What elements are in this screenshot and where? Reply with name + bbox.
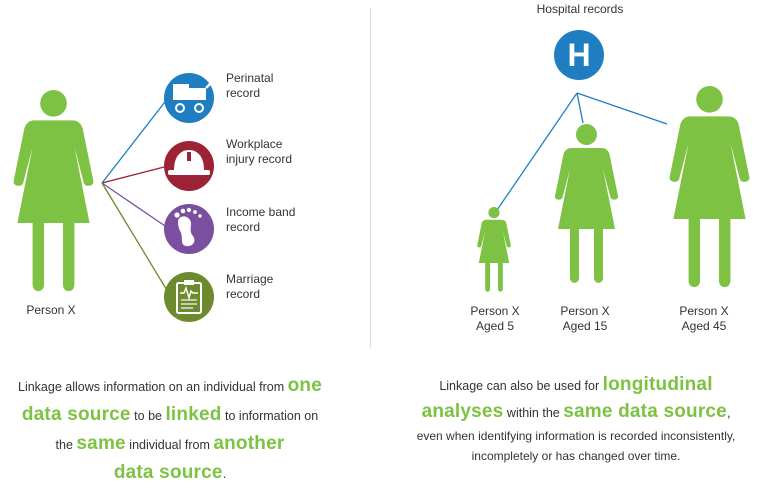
- caption-highlight: same data source: [563, 401, 727, 422]
- caption-text: .: [222, 467, 227, 481]
- caption-text: within the: [503, 406, 564, 420]
- caption-highlight: one: [287, 375, 322, 396]
- link-line-perinatal: [101, 97, 169, 184]
- hard-hat-icon: [164, 141, 214, 191]
- record-label-line: record: [226, 86, 261, 100]
- caption-text: Linkage can also be used for: [439, 379, 603, 393]
- right-caption: Linkage can also be used for longitudina…: [392, 372, 760, 466]
- caption-highlight: longitudinal: [602, 374, 713, 395]
- person-aged-45-figure: [669, 86, 750, 288]
- hospital-letter: H: [567, 37, 591, 73]
- clipboard-icon: [164, 272, 214, 322]
- caption-text: the: [55, 438, 77, 452]
- caption-line: data source.: [0, 459, 340, 488]
- link-line-age45: [576, 92, 668, 125]
- hospital-icon: [554, 30, 604, 80]
- link-line-age5: [494, 92, 578, 214]
- caption-text: to be: [130, 409, 166, 423]
- person-age: Aged 15: [562, 319, 608, 333]
- record-label-line: Marriage: [226, 272, 274, 286]
- caption-highlight: same: [76, 433, 126, 454]
- caption-text: individual from: [125, 438, 214, 452]
- record-label-line: record: [226, 287, 261, 301]
- caption-highlight: linked: [165, 404, 222, 425]
- person-aged-15-figure: [554, 124, 619, 283]
- person-aged-45-label: Person X Aged 45: [664, 304, 744, 334]
- person-name: Person X: [560, 304, 610, 318]
- link-line-marriage: [101, 182, 169, 293]
- person-aged-5-label: Person X Aged 5: [455, 304, 535, 334]
- record-label-marriage: Marriage record: [226, 272, 273, 302]
- link-line-age15: [576, 92, 584, 124]
- link-line-workplace: [101, 165, 169, 184]
- record-label-line: Perinatal: [226, 71, 274, 85]
- record-label-workplace: Workplace injury record: [226, 137, 292, 167]
- person-name: Person X: [470, 304, 520, 318]
- caption-line: Linkage allows information on an individ…: [0, 372, 340, 401]
- record-label-line: record: [226, 220, 261, 234]
- person-aged-15-label: Person X Aged 15: [545, 304, 625, 334]
- caption-highlight: analyses: [421, 401, 504, 422]
- record-label-line: injury record: [226, 152, 293, 166]
- caption-text: incompletely or has changed over time.: [471, 449, 681, 463]
- caption-text: Linkage allows information on an individ…: [18, 380, 288, 394]
- link-line-income: [101, 182, 169, 229]
- hospital-records-title: Hospital records: [536, 2, 624, 16]
- record-label-income: Income band record: [226, 205, 295, 235]
- panel-divider: [370, 8, 371, 348]
- caption-line: data source to be linked to information …: [0, 401, 340, 430]
- left-caption: Linkage allows information on an individ…: [0, 372, 340, 488]
- record-label-perinatal: Perinatal record: [226, 71, 273, 101]
- caption-text: even when identifying information is rec…: [416, 429, 736, 443]
- caption-line: Linkage can also be used for longitudina…: [392, 372, 760, 399]
- caption-line: the same individual from another: [0, 430, 340, 459]
- record-label-line: Income band: [226, 205, 296, 219]
- footprint-icon: [164, 204, 214, 254]
- caption-highlight: data source: [113, 462, 223, 483]
- diagram-artwork: [13, 30, 750, 322]
- caption-highlight: data source: [21, 404, 131, 425]
- person-aged-5-figure: [477, 207, 511, 292]
- caption-highlight: another: [213, 433, 285, 454]
- person-name: Person X: [679, 304, 729, 318]
- record-label-line: Workplace: [226, 137, 283, 151]
- person-x-label: Person X: [26, 303, 76, 317]
- caption-text: to information on: [221, 409, 319, 423]
- caption-line: analyses within the same data source,: [392, 399, 760, 426]
- caption-text: ,: [726, 406, 731, 420]
- pram-icon: [164, 73, 215, 123]
- person-x-figure: [13, 90, 94, 292]
- person-age: Aged 45: [681, 319, 727, 333]
- person-age: Aged 5: [475, 319, 515, 333]
